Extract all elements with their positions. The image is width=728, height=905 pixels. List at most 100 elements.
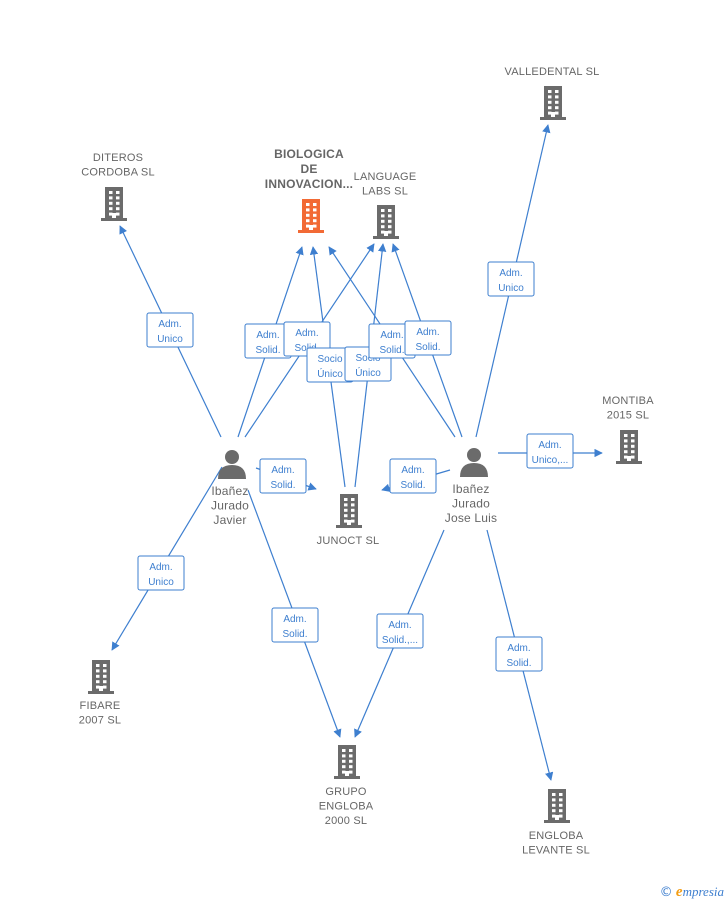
node-junoct[interactable]: JUNOCT SL <box>317 494 380 547</box>
node-valledental[interactable]: VALLEDENTAL SL <box>505 66 600 120</box>
edge-label-text: Adm. <box>158 319 181 330</box>
node-label: Jose Luis <box>445 511 498 525</box>
building-icon <box>373 205 399 239</box>
node-language[interactable]: LANGUAGE LABS SL <box>354 171 417 239</box>
edge-label-e13[interactable]: Adm. Solid. <box>389 458 437 494</box>
edge-label-text: Adm. <box>295 328 318 339</box>
building-icon <box>88 660 114 694</box>
node-diteros[interactable]: DITEROS CORDOBA SL <box>81 152 155 221</box>
brand-initial: e <box>675 884 683 900</box>
node-label: Ibañez <box>452 482 489 496</box>
node-label: MONTIBA <box>602 395 654 407</box>
edge-label-text: Adm. <box>149 562 172 573</box>
edge-label-e10[interactable]: Adm. Solid. <box>404 320 452 356</box>
building-icon <box>336 494 362 528</box>
edge-label-e14[interactable]: Adm. Solid.,... <box>376 613 424 649</box>
edge-label-text: Solid. <box>400 480 425 491</box>
edge-label-text: Solid. <box>415 342 440 353</box>
edge-label-text: Adm. <box>401 465 424 476</box>
node-label: JUNOCT SL <box>317 535 380 547</box>
nodes-layer: DITEROS CORDOBA SL BIOLOGICADEINNOVACION..… <box>79 66 654 857</box>
node-grupo[interactable]: GRUPO ENGLOBA 2000 SL <box>319 745 374 827</box>
node-label: ENGLOBA <box>529 830 584 842</box>
edge-label-box[interactable] <box>259 458 307 494</box>
edge-label-text: Adm. <box>507 643 530 654</box>
edge-label-text: Socio <box>317 354 342 365</box>
edge-label-text: Adm. <box>256 330 279 341</box>
edge-label-e11[interactable]: Adm. Unico <box>487 261 535 297</box>
node-label: 2007 SL <box>79 715 121 727</box>
building-icon <box>298 199 324 233</box>
edge-label-text: Solid. <box>270 480 295 491</box>
node-montiba[interactable]: MONTIBA 2015 SL <box>602 395 654 464</box>
edge-label-e15[interactable]: Adm. Solid. <box>495 636 543 672</box>
empresia-watermark: © empresia <box>660 884 724 901</box>
edge-label-text: Adm. <box>380 330 403 341</box>
node-label: LABS SL <box>362 186 408 198</box>
edge-label-text: Adm. <box>538 440 561 451</box>
edge-label-e5[interactable]: Adm. Unico <box>137 555 185 591</box>
building-icon <box>540 86 566 120</box>
edge-label-box[interactable] <box>146 312 194 348</box>
node-label: Jurado <box>452 497 490 511</box>
edge-label-box[interactable] <box>404 320 452 356</box>
edge-label-text: Unico <box>157 334 183 345</box>
edge-label-text: Adm. <box>283 614 306 625</box>
edge-label-text: Unico <box>498 283 524 294</box>
edge-label-text: Solid. <box>379 345 404 356</box>
node-label: INNOVACION... <box>265 177 353 191</box>
node-label: Jurado <box>211 499 249 513</box>
edge-label-box[interactable] <box>487 261 535 297</box>
building-icon <box>101 187 127 221</box>
edge-label-text: Adm. <box>499 268 522 279</box>
building-icon <box>616 430 642 464</box>
node-label: 2000 SL <box>325 815 367 827</box>
node-label: Ibañez <box>211 484 248 498</box>
edge-label-text: Unico,... <box>532 455 569 466</box>
node-label: DITEROS <box>93 152 143 164</box>
building-icon <box>544 789 570 823</box>
edge-label-text: Solid. <box>506 658 531 669</box>
edge-labels-layer: Adm.UnicoAdm.Solid.Adm.Solid.Adm.Solid.A… <box>137 261 574 672</box>
edge-label-e1[interactable]: Adm. Unico <box>146 312 194 348</box>
person-icon <box>218 450 246 479</box>
building-icon <box>334 745 360 779</box>
brand-name: mpresia <box>682 884 724 899</box>
edge-label-text: Adm. <box>271 465 294 476</box>
copyright-icon: © <box>659 885 673 900</box>
edge-label-e4[interactable]: Adm. Solid. <box>259 458 307 494</box>
node-label: Javier <box>213 513 246 527</box>
edge-label-text: Único <box>355 366 381 379</box>
node-label: GRUPO <box>325 786 367 798</box>
node-label: BIOLOGICA <box>274 147 344 161</box>
edge-label-text: Solid.,... <box>382 635 418 646</box>
node-label: LANGUAGE <box>354 171 417 183</box>
node-label: ENGLOBA <box>319 801 374 813</box>
node-biologica[interactable]: BIOLOGICADEINNOVACION... <box>265 147 353 233</box>
edge-label-box[interactable] <box>137 555 185 591</box>
edge-label-box[interactable] <box>376 613 424 649</box>
edge-label-box[interactable] <box>389 458 437 494</box>
node-label: 2015 SL <box>607 410 649 422</box>
node-label: CORDOBA SL <box>81 167 155 179</box>
edge-label-text: Solid. <box>282 629 307 640</box>
edge-label-e6[interactable]: Adm. Solid. <box>271 607 319 643</box>
node-label: LEVANTE SL <box>522 845 590 857</box>
edge-label-e12[interactable]: Adm. Unico,... <box>526 433 574 469</box>
edge-label-text: Solid. <box>255 345 280 356</box>
edge-label-text: Unico <box>148 577 174 588</box>
edge-label-text: Adm. <box>416 327 439 338</box>
node-label: VALLEDENTAL SL <box>505 66 600 78</box>
edge-label-box[interactable] <box>495 636 543 672</box>
edge-label-text: Socio <box>355 353 380 364</box>
edge-label-text: Único <box>317 367 343 380</box>
node-engloba[interactable]: ENGLOBA LEVANTE SL <box>522 789 590 857</box>
edge-label-box[interactable] <box>271 607 319 643</box>
edge-label-box[interactable] <box>526 433 574 469</box>
edge-label-text: Adm. <box>388 620 411 631</box>
